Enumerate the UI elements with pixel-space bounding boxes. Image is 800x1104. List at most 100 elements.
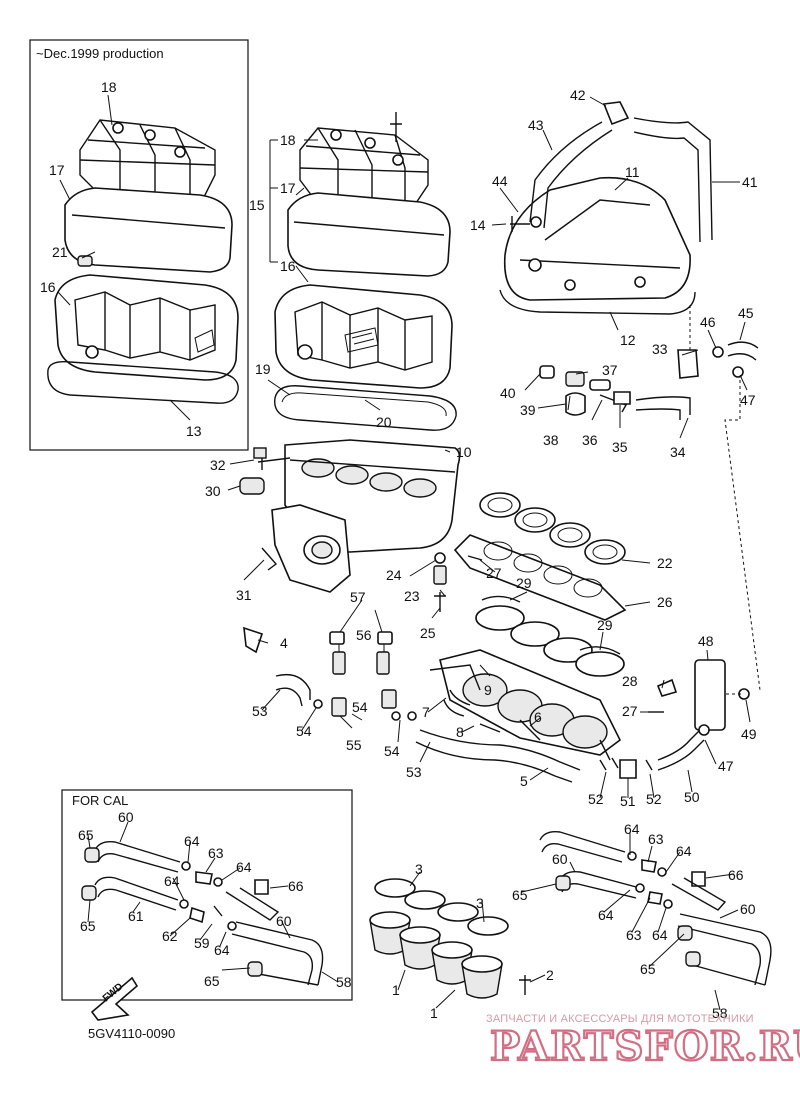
funnels-part-3 (374, 878, 509, 936)
part-39 (565, 371, 585, 387)
callout-label: 64 (214, 942, 230, 958)
callout-label: 27 (622, 703, 638, 719)
callout-label: 5 (520, 773, 528, 789)
cal-right-fitting-part-66 (691, 871, 706, 887)
bolt-head-32 (253, 447, 267, 459)
clip-part-47-upper (732, 366, 744, 378)
clip-part-54-b (391, 711, 401, 721)
callout-label: 29 (597, 617, 613, 633)
cal-right-hose-part-60-58 (671, 877, 772, 986)
airbox-lower-part-10 (271, 439, 461, 593)
drawing-code: 5GV4110-0090 (88, 1026, 175, 1041)
group-15-bracket (269, 139, 278, 263)
callout-label: 10 (456, 444, 472, 460)
cal-right-cap-part-65-c (685, 951, 701, 967)
callout-label: 53 (406, 764, 422, 780)
callout-label: 12 (620, 332, 636, 348)
cal-fitting-part-66 (254, 879, 269, 895)
leader-47 (724, 380, 761, 691)
cal-right-clip-part-64-d (663, 899, 673, 909)
valve-part-51 (619, 759, 637, 779)
callout-label: 66 (728, 867, 744, 883)
callout-label: 6 (534, 709, 542, 725)
part-37 (589, 379, 611, 391)
callout-label: 4 (280, 635, 288, 651)
clamp-part-29-left (481, 595, 521, 603)
callout-label: 64 (676, 843, 692, 859)
leader-lines (57, 94, 751, 1011)
grommet-part-30 (239, 477, 265, 495)
callout-label: 21 (52, 244, 68, 260)
callout-label: 17 (49, 162, 65, 178)
callout-label: 18 (101, 79, 117, 95)
hose-part-43 (529, 121, 613, 229)
hose-part-45 (727, 341, 759, 361)
callout-label: 28 (622, 673, 638, 689)
callout-label: 39 (520, 402, 536, 418)
inset-case-part-16 (54, 274, 239, 381)
watermark-brand: PARTSFOR.RU (490, 1023, 800, 1070)
watermark-tagline: ЗАПЧАСТИ И АКСЕССУАРЫ ДЛЯ МОТОТЕХНИКИ (486, 1013, 754, 1025)
clip-part-46 (712, 346, 724, 358)
callout-label: 22 (657, 555, 673, 571)
callout-label: 35 (612, 439, 628, 455)
callout-label: 42 (570, 87, 586, 103)
cal-cap-part-65-c (247, 961, 263, 977)
gasket-part-12 (499, 289, 696, 315)
callout-label: 17 (280, 180, 296, 196)
cal-fitting-part-62 (189, 906, 205, 924)
callout-label: 31 (236, 587, 252, 603)
hose-part-41 (633, 117, 713, 243)
for-cal-title: FOR CAL (72, 793, 128, 808)
callout-label: 27 (486, 565, 502, 581)
callout-label: 45 (738, 305, 754, 321)
callout-label: 50 (684, 789, 700, 805)
callout-label: 32 (210, 457, 226, 473)
callout-label: 9 (484, 682, 492, 698)
callout-label: 33 (652, 341, 668, 357)
cal-right-valve-part-63-a (641, 859, 657, 873)
clip-part-31 (261, 547, 278, 571)
callout-label: 1 (392, 982, 400, 998)
early-production-inset-frame (29, 39, 249, 451)
cal-right-clip-part-64-a (627, 851, 637, 861)
callout-label: 36 (582, 432, 598, 448)
cal-cap-part-65-b (81, 885, 97, 901)
callout-label: 52 (588, 791, 604, 807)
cal-cap-part-65-a (84, 847, 100, 863)
fwd-arrow: FWD (90, 976, 139, 1021)
callout-label: 58 (712, 1005, 728, 1021)
part-8 (479, 723, 501, 733)
cover-part-11 (503, 176, 691, 301)
callout-label: 64 (184, 833, 200, 849)
callout-label: 1 (430, 1005, 438, 1021)
callout-label: 44 (492, 173, 508, 189)
callout-label: 51 (620, 793, 636, 809)
callout-label: 52 (646, 791, 662, 807)
inset-frame-part-18 (79, 119, 216, 206)
callout-label: 63 (626, 927, 642, 943)
intake-joints-part-22 (479, 492, 626, 565)
callout-label: 19 (255, 361, 271, 377)
callout-label: 60 (276, 913, 292, 929)
callout-label: 15 (249, 197, 265, 213)
callout-label: 60 (740, 901, 756, 917)
callout-label: 40 (500, 385, 516, 401)
callout-label: 47 (740, 392, 756, 408)
callout-label: 64 (236, 859, 252, 875)
callout-label: 3 (415, 861, 423, 877)
hose-part-53-lower (415, 729, 581, 783)
clip-part-52-right (645, 759, 653, 771)
callout-label: 62 (162, 928, 178, 944)
collar-part-23 (433, 565, 447, 585)
callout-label: 49 (741, 726, 757, 742)
inset-clip-part-21 (77, 255, 93, 267)
cal-hose-part-61 (94, 876, 179, 911)
callout-label: 46 (700, 314, 716, 330)
cal-clip-part-64-c (179, 899, 189, 909)
callout-label: 18 (280, 132, 296, 148)
part-36 (599, 394, 628, 413)
callout-label: 65 (78, 827, 94, 843)
callout-label: 56 (356, 627, 372, 643)
callout-label: 60 (552, 851, 568, 867)
